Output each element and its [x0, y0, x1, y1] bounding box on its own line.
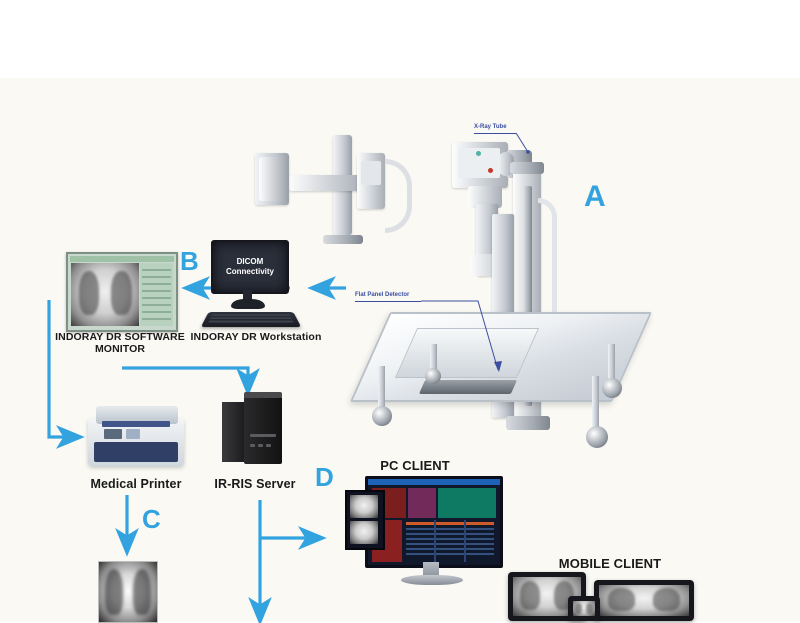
dr-system-secondary [245, 135, 420, 255]
callout-x-ray-tube-label: X-Ray Tube [474, 124, 507, 130]
medical-printer-display [104, 429, 122, 439]
pc-client-stand-foot [401, 575, 463, 585]
caster-rear-right [602, 378, 622, 398]
secondary-horizontal-arm [289, 175, 363, 191]
medical-printer-film-tray [102, 421, 170, 427]
main-tower-foot [506, 416, 550, 430]
dr-software-monitor [66, 252, 178, 332]
main-tower-rail [524, 186, 532, 406]
marker-c: C [142, 504, 161, 534]
pc-client-thumb-lower [350, 521, 378, 544]
dr-software-monitor-titlebar [70, 256, 174, 262]
mobile-client-tablet-right-screen [599, 585, 689, 616]
mobile-client-phone-screen [573, 601, 595, 616]
dr-workstation-screen-text: DICOM Connectivity [226, 257, 274, 277]
dr-software-monitor-toolpanel [139, 263, 173, 326]
caster-front-left [372, 406, 392, 426]
ir-ris-server-led-2 [258, 444, 263, 447]
dicom-line2: Connectivity [225, 267, 274, 276]
pc-client-stand [423, 562, 439, 578]
main-tube-indicator-green [476, 151, 481, 156]
dr-workstation-keyboard [200, 312, 302, 328]
pc-client-main-screen [365, 476, 503, 568]
dicom-line1: DICOM [236, 257, 264, 266]
main-table-leg-rear [608, 344, 615, 384]
dr-workstation-stand-base [231, 299, 265, 309]
ir-ris-server-front-panel [244, 396, 282, 464]
main-tube-indicator-red [488, 168, 493, 173]
medical-printer-keypad [126, 429, 140, 439]
caster-front-right [586, 426, 608, 448]
dr-workstation-label: INDORAY DR Workstation [190, 331, 322, 343]
mobile-client [508, 572, 698, 621]
dr-software-monitor-label-line1: INDORAY DR SOFTWARE [55, 331, 185, 343]
secondary-detector-face [259, 157, 285, 201]
pc-client [345, 476, 503, 586]
printed-xray-film-image [99, 562, 157, 622]
caster-mid-left [425, 368, 441, 384]
dr-software-monitor-label-line2: MONITOR [94, 342, 146, 355]
dr-workstation-stand-neck [243, 290, 252, 302]
mobile-client-phone [568, 596, 600, 621]
medical-printer-output-slot [94, 442, 178, 462]
main-tower-top-cap [510, 162, 544, 174]
marker-b: B [180, 246, 199, 276]
medical-printer [88, 404, 184, 466]
pc-client-label: PC CLIENT [380, 458, 450, 473]
callout-x-ray-tube-underline [474, 133, 516, 134]
main-tube-mount [468, 186, 502, 208]
dr-software-monitor-label: INDORAY DR SOFTWARE MONITOR [40, 331, 200, 356]
marker-d: D [315, 462, 334, 492]
pc-client-thumb-upper [350, 495, 378, 518]
main-table-leg-left [378, 366, 385, 410]
printed-xray-film [98, 561, 158, 623]
dr-workstation-screen: DICOM Connectivity [211, 240, 289, 294]
marker-a: A [584, 180, 606, 213]
medical-printer-top-cover [96, 406, 178, 424]
mobile-client-tablet-right [594, 580, 694, 621]
ir-ris-server-led-3 [266, 444, 271, 447]
ir-ris-server-led-1 [250, 444, 255, 447]
secondary-column-base [323, 235, 363, 244]
dr-software-monitor-xray-image [71, 263, 140, 326]
dr-workstation: DICOM Connectivity [200, 240, 302, 328]
ir-ris-server-top-panel [244, 392, 282, 398]
ir-ris-server-label: IR-RIS Server [214, 477, 296, 491]
medical-printer-label: Medical Printer [90, 477, 182, 491]
callout-flat-panel-detector-label: Flat Panel Detector [355, 292, 410, 298]
ir-ris-server-side-panel [222, 402, 244, 462]
callout-flat-panel-detector-underline [355, 301, 421, 302]
dr-system-main [349, 130, 660, 500]
ir-ris-server-optical-drive [250, 434, 276, 437]
main-table-leg-right [592, 376, 599, 430]
main-table-bucky-panel [394, 328, 540, 378]
mobile-client-label: MOBILE CLIENT [558, 556, 662, 571]
secondary-control-keypad [361, 161, 381, 185]
ir-ris-server [222, 392, 284, 464]
pc-client-secondary-viewer [345, 490, 385, 550]
